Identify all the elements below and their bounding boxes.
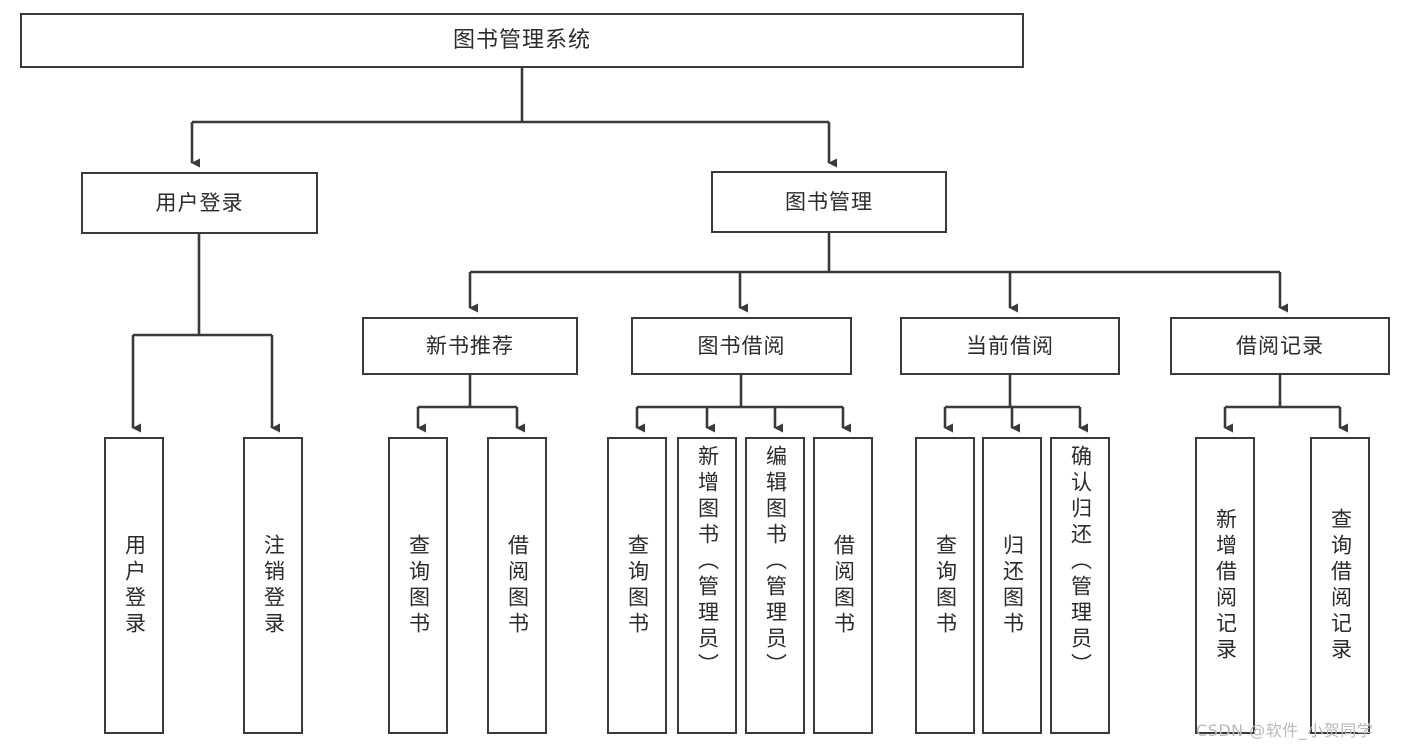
- node-label: 借阅图书: [831, 533, 856, 638]
- node-level2-0[interactable]: 新书推荐: [362, 317, 578, 375]
- node-label: 新增图书（管理员）: [695, 445, 720, 679]
- node-label: 图书借阅: [697, 333, 786, 358]
- node-root[interactable]: 图书管理系统: [20, 13, 1024, 68]
- node-label: 确认归还（管理员）: [1068, 445, 1093, 679]
- node-leaf-7[interactable]: 借阅图书: [813, 437, 873, 734]
- node-label: 编辑图书（管理员）: [763, 445, 788, 679]
- node-leaf-6[interactable]: 编辑图书（管理员）: [745, 437, 805, 734]
- node-leaf-0[interactable]: 用户登录: [104, 437, 164, 734]
- node-label: 归还图书: [1000, 533, 1025, 638]
- node-level2-2[interactable]: 当前借阅: [900, 317, 1120, 375]
- node-leaf-5[interactable]: 新增图书（管理员）: [677, 437, 737, 734]
- node-label: 新增借阅记录: [1213, 507, 1238, 664]
- node-label: 查询借阅记录: [1328, 507, 1353, 664]
- node-leaf-4[interactable]: 查询图书: [607, 437, 667, 734]
- node-leaf-9[interactable]: 归还图书: [982, 437, 1042, 734]
- node-leaf-2[interactable]: 查询图书: [388, 437, 448, 734]
- node-leaf-12[interactable]: 查询借阅记录: [1310, 437, 1370, 734]
- node-leaf-8[interactable]: 查询图书: [915, 437, 975, 734]
- node-label: 查询图书: [625, 533, 650, 638]
- node-label: 查询图书: [933, 533, 958, 638]
- node-label: 当前借阅: [966, 333, 1054, 358]
- node-label: 注销登录: [261, 533, 286, 638]
- node-label: 借阅图书: [505, 533, 530, 638]
- node-label: 图书管理系统: [452, 27, 591, 53]
- node-level1-1[interactable]: 图书管理: [711, 171, 947, 233]
- node-level2-3[interactable]: 借阅记录: [1170, 317, 1390, 375]
- node-label: 用户登录: [122, 533, 147, 638]
- node-label: 图书管理: [785, 189, 873, 214]
- csdn-watermark: CSDN @软件_小贺同学: [1196, 721, 1374, 740]
- node-leaf-3[interactable]: 借阅图书: [487, 437, 547, 734]
- node-level1-0[interactable]: 用户登录: [81, 172, 318, 234]
- node-leaf-11[interactable]: 新增借阅记录: [1195, 437, 1255, 734]
- node-leaf-1[interactable]: 注销登录: [243, 437, 303, 734]
- node-leaf-10[interactable]: 确认归还（管理员）: [1050, 437, 1110, 734]
- node-label: 借阅记录: [1236, 333, 1324, 358]
- node-label: 新书推荐: [426, 333, 514, 358]
- node-level2-1[interactable]: 图书借阅: [631, 317, 852, 375]
- node-label: 用户登录: [155, 190, 244, 215]
- node-label: 查询图书: [406, 533, 431, 638]
